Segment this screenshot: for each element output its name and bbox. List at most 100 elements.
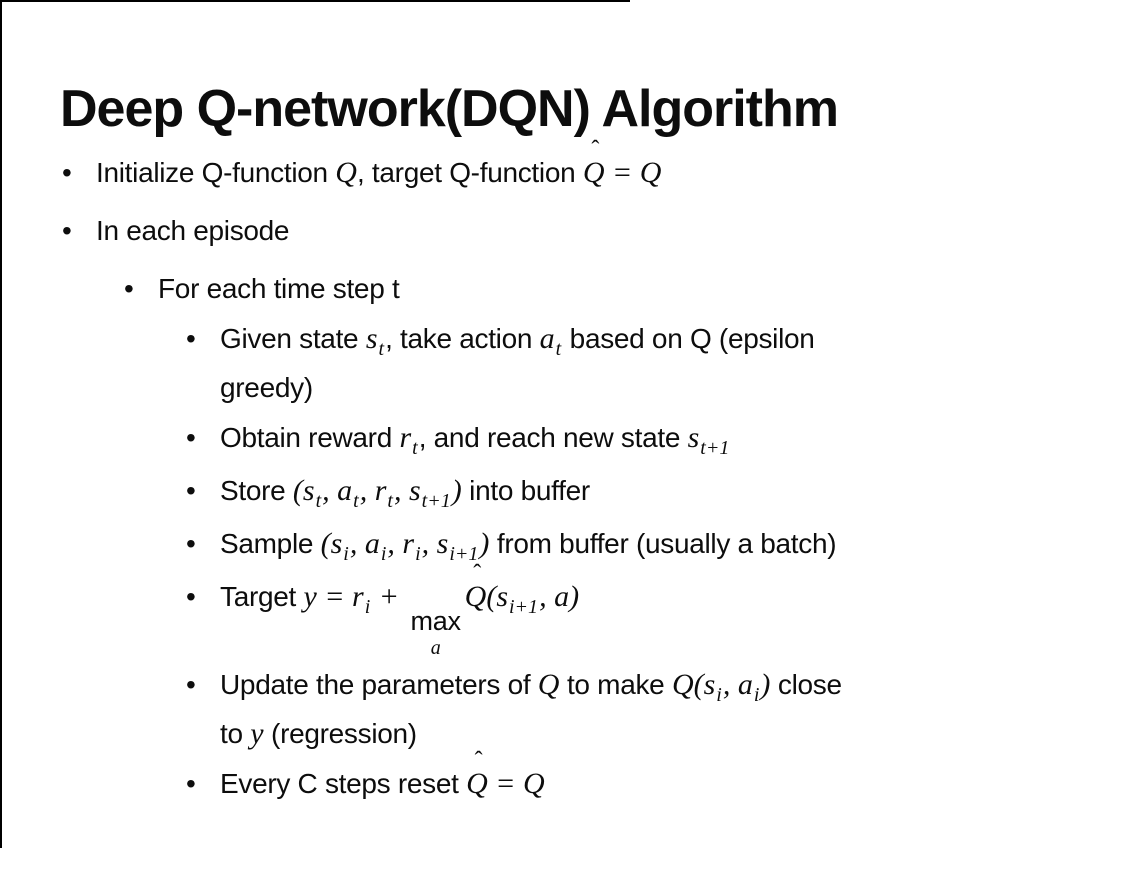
math-segment: r	[399, 421, 412, 454]
text-segment: In each episode	[96, 215, 290, 246]
slide-title: Deep Q-network(DQN) Algorithm	[60, 79, 839, 138]
math-segment: Q	[537, 668, 560, 701]
max-operator-subscript: a	[430, 637, 441, 659]
bullet-marker: •	[62, 215, 72, 246]
math-subscript: i	[716, 684, 722, 706]
math-subscript: i	[380, 543, 387, 565]
bullet-item: •Update the parameters of Q to make Q(si…	[186, 662, 1092, 757]
bullet-item: •Store (st, at, rt, st+1) into buffer	[186, 468, 1092, 517]
bullet-item: • Initialize Q-function Q, target Q-funct…	[62, 138, 1092, 196]
math-segment: , a	[349, 527, 380, 560]
math-subscript: t	[412, 437, 418, 459]
math-segment: +	[371, 580, 407, 613]
text-segment: based on Q (epsilon	[562, 323, 815, 354]
hat-accent: ˆ	[591, 137, 600, 163]
hat-accent: ˆ	[473, 561, 482, 587]
math-segment: s	[687, 421, 700, 454]
math-subscript: i+1	[509, 596, 539, 618]
text-segment: Initialize Q-function	[96, 157, 336, 188]
bullet-item: •Sample (si, ai, ri, si+1) from buffer (…	[186, 521, 1092, 570]
text-segment: Target	[220, 581, 304, 612]
text-segment: Every C steps reset	[220, 768, 467, 799]
bullet-list: •Initialize Q-function Q, target Q-funct…	[62, 138, 1092, 811]
hat-accent: ˆ	[474, 748, 483, 774]
math-segment: )	[479, 527, 490, 560]
math-subscript: t	[315, 490, 322, 512]
math-subscript: t	[555, 338, 562, 360]
text-segment: to make	[559, 669, 672, 700]
bullet-text: Given state st, take action at based on …	[220, 316, 1092, 411]
bullet-text: Obtain reward rt, and reach new state st…	[220, 415, 1092, 464]
text-segment: Sample	[220, 528, 321, 559]
hat-base: Q	[464, 580, 487, 613]
math-segment: , a	[722, 668, 753, 701]
text-segment: , target Q-function	[356, 157, 583, 188]
math-segment: s	[365, 322, 378, 355]
math-segment: y = r	[303, 580, 364, 613]
text-segment: to	[220, 718, 251, 749]
math-subscript: i+1	[449, 543, 479, 565]
bullet-item: • Obtain reward rt, and reach new state s…	[186, 415, 1092, 464]
bullet-text: For each time step t	[158, 266, 1092, 312]
math-segment: )	[760, 668, 771, 701]
max-operator-label: max	[410, 606, 461, 636]
math-segment: , a)	[539, 580, 580, 613]
hat-base: Q	[466, 767, 488, 800]
text-segment: , and reach new state	[418, 422, 688, 453]
bullet-text: Update the parameters of Q to make Q(si,…	[220, 662, 1092, 757]
bullet-marker: •	[186, 528, 196, 559]
math-segment: , a	[322, 474, 353, 507]
bullet-marker: •	[186, 581, 196, 612]
math-segment: a	[539, 322, 555, 355]
math-subscript: t	[378, 338, 385, 360]
bullet-item: •Given state st, take action at based on…	[186, 316, 1092, 411]
math-subscript: t	[387, 490, 393, 512]
text-segment: Obtain reward	[220, 422, 400, 453]
slide-border-top	[0, 0, 630, 2]
text-segment: Given state	[220, 323, 366, 354]
bullet-text: Sample (si, ai, ri, si+1) from buffer (u…	[220, 521, 1092, 570]
math-segment: (s	[320, 527, 343, 560]
math-segment: , r	[387, 527, 415, 560]
math-subscript: i	[364, 596, 371, 618]
slide-border-left	[0, 0, 2, 848]
math-segment: (s	[486, 580, 508, 613]
math-segment: Q	[335, 156, 357, 189]
math-subscript: i	[343, 543, 349, 565]
bullet-marker: •	[186, 669, 196, 700]
bullet-item: • In each episode	[62, 208, 1092, 254]
math-segment: = Q	[487, 767, 545, 800]
text-segment: into buffer	[461, 475, 590, 506]
math-segment: Q(s	[671, 668, 716, 701]
math-segment: (s	[292, 474, 315, 507]
text-segment: Store	[220, 475, 293, 506]
bullet-item: • For each time step t	[124, 266, 1092, 312]
math-segment: , s	[421, 527, 449, 560]
text-segment: , take action	[385, 323, 540, 354]
math-subscript: i	[415, 543, 421, 565]
bullet-marker: •	[124, 273, 134, 304]
bullet-text: In each episode	[96, 208, 1092, 254]
bullet-marker: •	[186, 422, 196, 453]
bullet-marker: •	[62, 157, 72, 188]
math-subscript: t+1	[700, 437, 730, 459]
hat-base: Q	[582, 156, 605, 189]
math-segment: = Q	[604, 156, 662, 189]
text-segment: Update the parameters of	[220, 669, 538, 700]
text-segment: greedy)	[220, 372, 313, 403]
bullet-marker: •	[186, 768, 196, 799]
math-segment: , r	[359, 474, 387, 507]
text-segment: from buffer (usually a batch)	[489, 528, 837, 559]
bullet-text: Initialize Q-function Q, target Q-functi…	[96, 138, 1092, 196]
text-segment: (regression)	[263, 718, 417, 749]
math-segment: )	[451, 474, 462, 507]
math-subscript: i	[753, 684, 760, 706]
text-segment: For each time step t	[158, 273, 400, 304]
text-segment: close	[770, 669, 842, 700]
